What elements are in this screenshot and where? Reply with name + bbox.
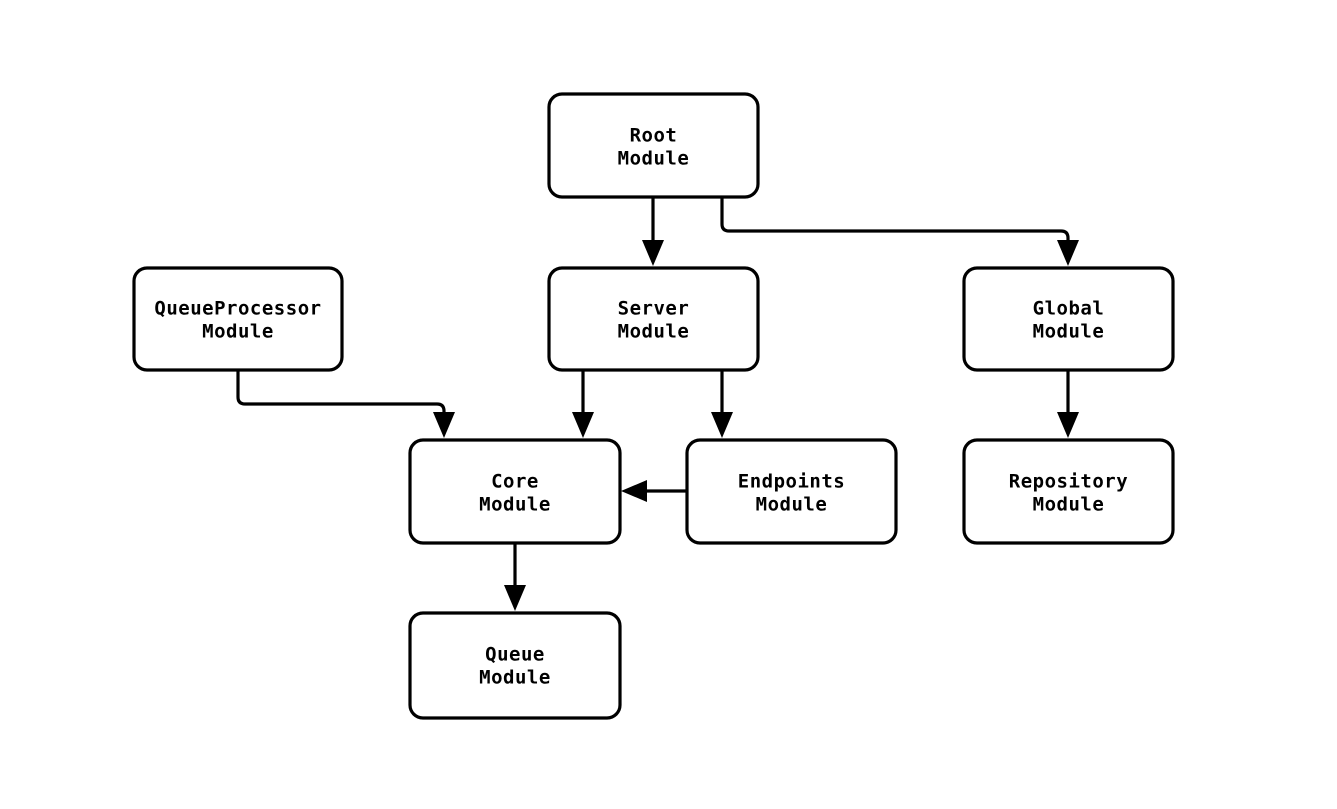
arrowhead-icon	[1057, 412, 1079, 438]
node-server-box[interactable]	[547, 266, 760, 372]
node-endpoints-label-line2: Module	[756, 494, 828, 516]
edge-layer	[236, 197, 1079, 611]
arrowhead-icon	[1057, 240, 1079, 266]
node-queueprocessor-box[interactable]	[132, 266, 344, 372]
node-root-label-line1: Root	[630, 125, 678, 147]
node-endpoints[interactable]: Endpoints Module	[685, 438, 898, 545]
arrowhead-icon	[642, 240, 664, 266]
node-core-box[interactable]	[408, 438, 622, 545]
node-core-label-line1: Core	[491, 471, 539, 493]
arrowhead-icon	[711, 412, 733, 438]
node-core[interactable]: Core Module	[408, 438, 622, 545]
node-endpoints-box[interactable]	[685, 438, 898, 545]
node-queue-label-line1: Queue	[485, 644, 545, 666]
node-queueprocessor-label-line1: QueueProcessor	[154, 298, 321, 320]
node-server-label-line1: Server	[618, 298, 690, 320]
edge-core-to-queue	[504, 543, 526, 611]
edge-line	[236, 370, 446, 421]
node-layer: Root Module QueueProcessor Module Server…	[132, 92, 1175, 720]
node-root-box[interactable]	[547, 92, 760, 199]
edge-root-to-global	[720, 197, 1079, 266]
edge-endpoints-to-core	[621, 480, 687, 502]
node-server-label-line2: Module	[618, 321, 690, 343]
node-core-label-line2: Module	[479, 494, 551, 516]
edge-server-to-endpoints	[711, 370, 733, 438]
node-queue-box[interactable]	[408, 611, 622, 720]
node-queue-label-line2: Module	[479, 667, 551, 689]
node-repository-label-line1: Repository	[1009, 471, 1128, 493]
arrowhead-icon	[504, 585, 526, 611]
node-repository-box[interactable]	[962, 438, 1175, 545]
node-queueprocessor[interactable]: QueueProcessor Module	[132, 266, 344, 372]
arrowhead-icon	[433, 412, 455, 438]
node-global-box[interactable]	[962, 266, 1175, 372]
node-endpoints-label-line1: Endpoints	[738, 471, 845, 493]
node-global-label-line2: Module	[1033, 321, 1105, 343]
node-root[interactable]: Root Module	[547, 92, 760, 199]
node-repository-label-line2: Module	[1033, 494, 1105, 516]
edge-global-to-repository	[1057, 370, 1079, 438]
node-global[interactable]: Global Module	[962, 266, 1175, 372]
node-queueprocessor-label-line2: Module	[202, 321, 274, 343]
node-root-label-line2: Module	[618, 148, 690, 170]
edge-root-to-server	[642, 197, 664, 266]
edge-queueprocessor-to-core	[236, 370, 455, 438]
arrowhead-icon	[621, 480, 647, 502]
edge-line	[720, 197, 1070, 249]
edge-server-to-core	[572, 370, 594, 438]
arrowhead-icon	[572, 412, 594, 438]
node-repository[interactable]: Repository Module	[962, 438, 1175, 545]
node-global-label-line1: Global	[1033, 298, 1105, 320]
node-server[interactable]: Server Module	[547, 266, 760, 372]
node-queue[interactable]: Queue Module	[408, 611, 622, 720]
